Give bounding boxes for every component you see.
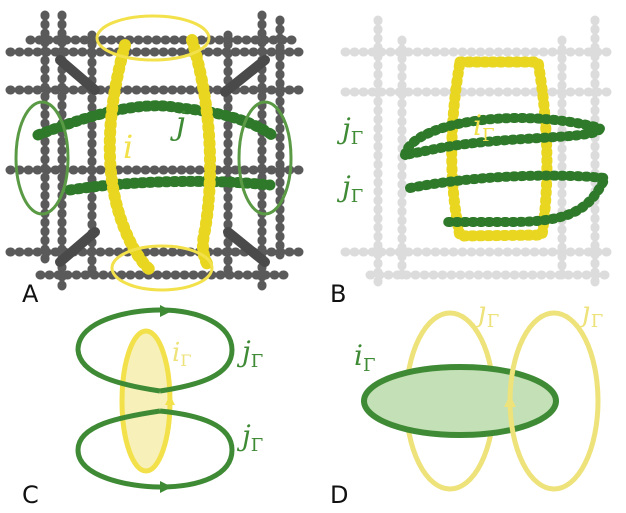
label-i: iΓ (172, 338, 191, 370)
label-j-bottom: jΓ (236, 419, 263, 456)
ellipse-left (14, 100, 70, 216)
label-j-top: jΓ (236, 335, 263, 372)
yellow-disk (119, 328, 173, 474)
panel-b-lattice-diagram: jΓ jΓ iΓ (336, 15, 620, 295)
panel-b: jΓ jΓ iΓ B (310, 0, 626, 308)
yellow-atom-loop (446, 56, 553, 242)
label-j-bottom: jΓ (336, 170, 363, 207)
green-atom-chains (32, 100, 278, 196)
panel-a-lattice-diagram: i j (5, 10, 305, 295)
label-j-top: jΓ (336, 112, 363, 149)
arrow-top-icon (160, 305, 172, 317)
green-loop-top (75, 307, 235, 394)
green-loop-bottom (75, 408, 235, 490)
panel-c: iΓ jΓ jΓ C (0, 305, 310, 509)
panel-letter-d: D (330, 481, 349, 509)
panel-d: iΓ jΓ jΓ D (310, 295, 626, 509)
label-i: iΓ (473, 109, 494, 146)
arrow-up-icon (504, 395, 516, 407)
arrow-bottom-icon (160, 481, 172, 493)
panel-d-loop-diagram: iΓ jΓ jΓ (354, 295, 603, 492)
arrow-center-icon (165, 395, 175, 405)
green-atom-loops (398, 113, 613, 227)
panel-letter-b: B (330, 280, 347, 308)
panel-c-loop-diagram: iΓ jΓ jΓ (75, 305, 263, 493)
lattice-rods (5, 10, 305, 295)
panel-a: i j A (0, 0, 310, 308)
panel-letter-a: A (22, 280, 39, 308)
green-disk (361, 364, 559, 438)
label-i: iΓ (354, 339, 375, 376)
panel-letter-c: C (22, 481, 39, 509)
label-i: i (123, 128, 133, 166)
ellipse-top (95, 14, 211, 62)
ellipse-bottom (110, 244, 214, 292)
ellipse-right (237, 100, 293, 216)
